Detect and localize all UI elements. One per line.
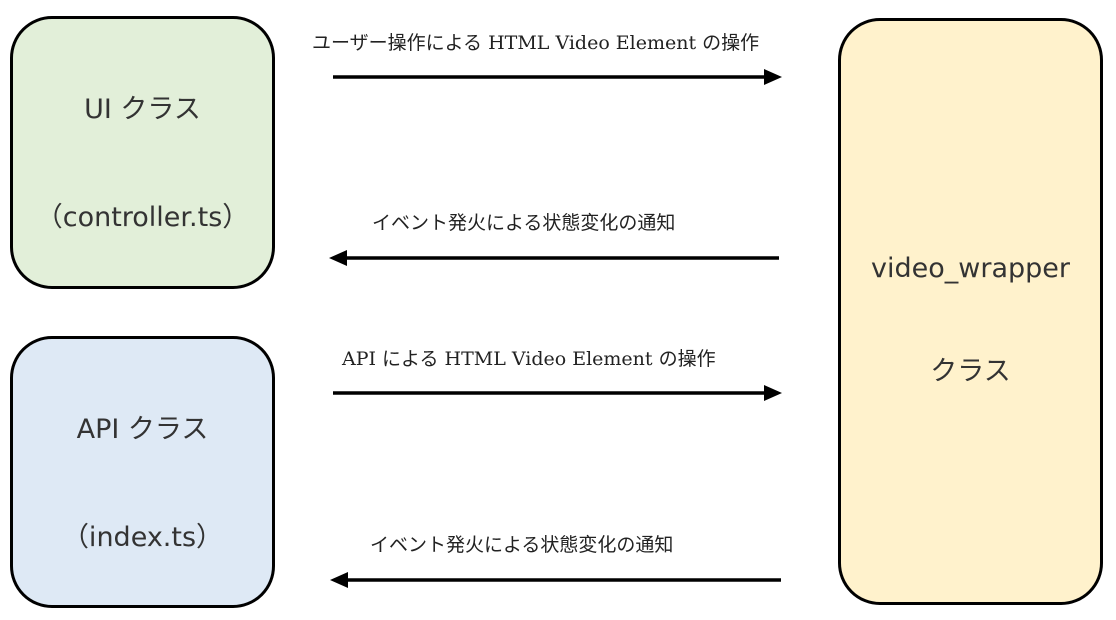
video-wrapper-class-box: video_wrapper クラス — [838, 18, 1103, 605]
ui-class-box: UI クラス （controller.ts） — [10, 16, 275, 289]
api-class-box: API クラス （index.ts） — [10, 336, 275, 608]
arrow-video-to-ui — [329, 250, 779, 266]
ui-class-title: UI クラス — [84, 94, 201, 125]
api-class-file: （index.ts） — [61, 522, 224, 553]
arrow-label-event-notify-ui: イベント発火による状態変化の通知 — [372, 212, 676, 234]
arrow-api-to-video — [333, 385, 782, 401]
api-class-title: API クラス — [76, 414, 209, 445]
arrow-label-event-notify-api: イベント発火による状態変化の通知 — [370, 534, 674, 556]
arrow-label-api-operation: API による HTML Video Element の操作 — [342, 348, 716, 370]
arrow-ui-to-video — [333, 69, 782, 85]
ui-class-file: （controller.ts） — [35, 202, 250, 233]
video-wrapper-title: video_wrapper — [871, 253, 1070, 284]
arrow-label-user-operation: ユーザー操作による HTML Video Element の操作 — [312, 32, 760, 54]
video-wrapper-class-label: クラス — [930, 356, 1011, 387]
arrow-video-to-api — [330, 572, 781, 588]
